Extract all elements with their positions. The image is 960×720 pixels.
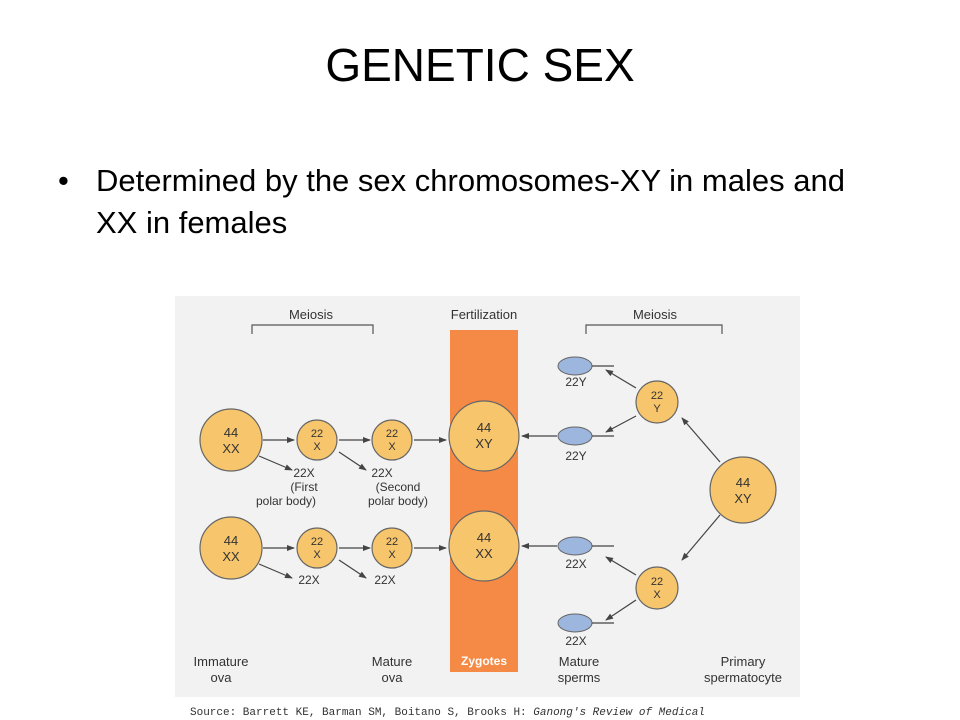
polar-label: (First (290, 480, 318, 494)
sperm-label: 22Y (565, 375, 586, 389)
polar-label: polar body) (368, 494, 428, 508)
polar-label: 22X (298, 573, 319, 587)
arrow (338, 451, 367, 471)
cell-secondary-oocyte-bottom (296, 527, 338, 569)
cell-label: 44 (477, 420, 491, 435)
bracket-meiosis-right (585, 324, 723, 334)
bullet-text: Determined by the sex chromosomes-XY in … (96, 163, 845, 240)
cell-label: 22 (386, 536, 398, 548)
cell-mature-ova-bottom (371, 527, 413, 569)
cell-label: XX (475, 546, 493, 561)
sperm-head (557, 613, 593, 633)
sperm-22y-bottom: 22Y (557, 426, 614, 463)
cell-zygote-xx (448, 510, 520, 582)
cell-immature-ova-bottom (199, 516, 263, 580)
sperm-head (557, 426, 593, 446)
bottom-label: spermatocyte (704, 670, 782, 685)
slide-title: GENETIC SEX (325, 39, 635, 91)
bullet-point: • Determined by the sex chromosomes-XY i… (58, 160, 878, 244)
sperm-label: 22Y (565, 449, 586, 463)
zygote-band (450, 330, 518, 672)
polar-label: (Second (376, 480, 421, 494)
cell-label: 22 (311, 536, 323, 548)
header-fertilization: Fertilization (451, 307, 517, 322)
bottom-label: Mature (559, 654, 599, 669)
cell-label: XY (475, 436, 493, 451)
cell-label: XX (222, 549, 240, 564)
cell-label: X (313, 441, 321, 453)
cell-label: X (653, 589, 661, 601)
sperm-label: 22X (565, 557, 586, 571)
cell-label: 22 (311, 428, 323, 440)
cell-secondary-oocyte-top (296, 419, 338, 461)
sperm-22y-top: 22Y (557, 356, 614, 389)
polar-label: 22X (374, 573, 395, 587)
cell-secondary-spermatocyte-y (635, 380, 679, 424)
cell-label: X (388, 549, 396, 561)
arrow (258, 455, 293, 471)
bottom-label: ova (211, 670, 233, 685)
source-strip (175, 697, 800, 720)
header-meiosis-left: Meiosis (289, 307, 334, 322)
bottom-label: Immature (194, 654, 249, 669)
bottom-label: Mature (372, 654, 412, 669)
cell-label: 44 (477, 530, 491, 545)
bottom-label: Primary (721, 654, 766, 669)
cell-label: 44 (224, 425, 238, 440)
cell-label: XY (734, 491, 752, 506)
polar-label: 22X (293, 466, 314, 480)
arrow (338, 559, 367, 579)
cell-label: X (388, 441, 396, 453)
polar-label: polar body) (256, 494, 316, 508)
bottom-label: ova (382, 670, 404, 685)
bullet-dot: • (58, 163, 69, 198)
cell-primary-spermatocyte (709, 456, 777, 524)
source-citation: Source: Barrett KE, Barman SM, Boitano S… (190, 707, 705, 719)
cell-label: 22 (386, 428, 398, 440)
cell-label: 22 (651, 576, 663, 588)
sperm-head (557, 356, 593, 376)
cell-zygote-xy (448, 400, 520, 472)
arrow (681, 514, 721, 561)
polar-label: 22X (371, 466, 392, 480)
arrow (605, 599, 637, 621)
cell-label: X (313, 549, 321, 561)
arrow (605, 415, 637, 433)
sperms: 22Y 22Y 22X 22X (557, 356, 614, 648)
cell-labels: 44 XX 44 XX 22 X 22 X 22 X 22 X 44 XY 44… (222, 390, 752, 601)
polar-body-labels: 22X (First polar body) 22X (Second polar… (256, 466, 428, 587)
arrows (258, 369, 721, 621)
source-plain: Source: Barrett KE, Barman SM, Boitano S… (190, 707, 533, 719)
arrow (258, 563, 293, 579)
source-italic: Ganong's Review of Medical (533, 707, 705, 719)
arrow (681, 417, 721, 463)
cell-label: XX (222, 441, 240, 456)
cell-mature-ova-top (371, 419, 413, 461)
cell-label: Y (653, 403, 661, 415)
cells (199, 380, 777, 610)
bracket-meiosis-left (251, 324, 374, 334)
cell-label: 44 (224, 533, 238, 548)
sperm-head (557, 536, 593, 556)
sperm-label: 22X (565, 634, 586, 648)
zygotes-label: Zygotes (461, 654, 507, 668)
arrow (605, 556, 637, 576)
cell-label: 44 (736, 475, 750, 490)
bottom-label: sperms (558, 670, 601, 685)
cell-secondary-spermatocyte-x (635, 566, 679, 610)
cell-label: 22 (651, 390, 663, 402)
bottom-labels: Immature ova Mature ova Mature sperms Pr… (194, 654, 782, 685)
arrow (605, 369, 637, 389)
sperm-22x-top: 22X (557, 536, 614, 571)
header-meiosis-right: Meiosis (633, 307, 678, 322)
cell-immature-ova-top (199, 408, 263, 472)
sperm-22x-bottom: 22X (557, 613, 614, 648)
